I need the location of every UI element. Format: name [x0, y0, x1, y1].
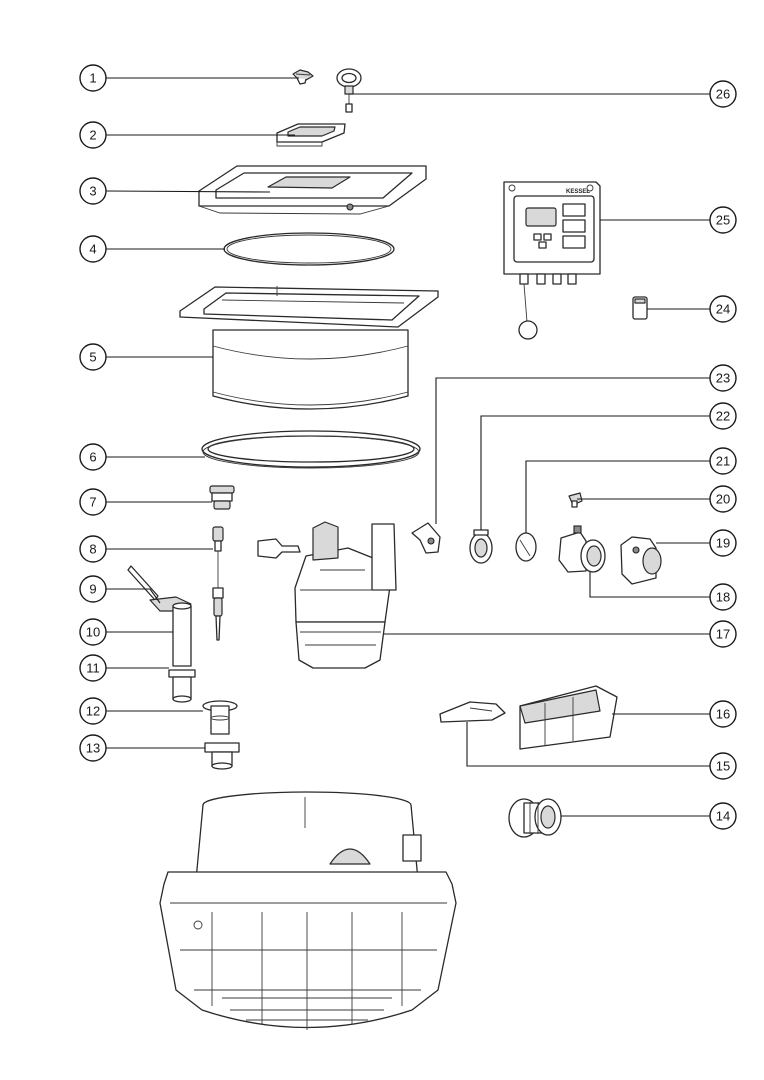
callout-8-label: 8 [89, 542, 96, 557]
leader-lines [105, 77, 710, 817]
callout-3-label: 3 [89, 184, 96, 199]
part-3-cover-lid [198, 165, 427, 215]
callout-14: 14 [709, 802, 737, 830]
callout-12-label: 12 [86, 704, 100, 719]
callout-14-label: 14 [716, 809, 730, 824]
callout-3: 3 [79, 177, 107, 205]
part-12-flange [202, 700, 238, 735]
part-15-bracket [439, 701, 506, 723]
part-18-pipe-connector [558, 525, 606, 573]
part-7-fitting-nut [209, 485, 235, 510]
callout-5: 5 [79, 343, 107, 371]
callout-6-label: 6 [89, 450, 96, 465]
callout-26-label: 26 [716, 87, 730, 102]
tank-base [159, 791, 457, 1030]
callout-16-label: 16 [716, 707, 730, 722]
part-21-disc [515, 532, 537, 562]
part-23-latch [411, 522, 441, 554]
callout-2: 2 [79, 121, 107, 149]
callout-15: 15 [709, 752, 737, 780]
callout-26: 26 [709, 80, 737, 108]
callout-20: 20 [709, 485, 737, 513]
callout-1: 1 [79, 64, 107, 92]
callout-7-label: 7 [89, 495, 96, 510]
callout-13: 13 [79, 734, 107, 762]
callout-7: 7 [79, 488, 107, 516]
callout-17: 17 [709, 620, 737, 648]
callout-21-label: 21 [716, 454, 730, 469]
callout-25-label: 25 [716, 213, 730, 228]
part-8-level-sensor [212, 526, 224, 641]
callout-23-label: 23 [716, 371, 730, 386]
part-22-valve-flap [469, 529, 493, 564]
callout-18-label: 18 [716, 590, 730, 605]
callout-18: 18 [709, 583, 737, 611]
part-16-trough [519, 685, 618, 750]
callouts: 1 2 3 4 5 6 7 8 9 10 11 12 13 14 15 16 1… [79, 64, 737, 830]
part-24-cartridge [632, 296, 648, 320]
callout-4-label: 4 [89, 242, 96, 257]
part-10-pipe [172, 602, 192, 667]
callout-19-label: 19 [716, 536, 730, 551]
part-5-telescopic-attachment [179, 286, 439, 410]
control-unit-brand: KESSEL [566, 189, 590, 195]
part-6-gasket [201, 430, 421, 469]
part-4-seal-ring [223, 232, 395, 266]
callout-24-label: 24 [716, 302, 730, 317]
callout-11-label: 11 [86, 661, 100, 676]
callout-20-label: 20 [716, 492, 730, 507]
callout-24: 24 [709, 295, 737, 323]
callout-16: 16 [709, 700, 737, 728]
callout-6: 6 [79, 443, 107, 471]
callout-2-label: 2 [89, 128, 96, 143]
callout-1-label: 1 [89, 71, 96, 86]
callout-22: 22 [709, 402, 737, 430]
callout-15-label: 15 [716, 759, 730, 774]
part-19-valve-body [620, 536, 662, 585]
callout-19: 19 [709, 529, 737, 557]
part-25-control-unit: KESSEL [503, 181, 601, 340]
part-1-cap [292, 69, 314, 85]
callout-9-label: 9 [89, 582, 96, 597]
part-11-pipe-clamp [168, 669, 196, 703]
part-13-clamp [204, 742, 240, 770]
callout-12: 12 [79, 697, 107, 725]
callout-22-label: 22 [716, 409, 730, 424]
callout-5-label: 5 [89, 350, 96, 365]
callout-11: 11 [79, 654, 107, 682]
part-14-coupling [508, 798, 562, 838]
part-17-pump [257, 521, 397, 669]
part-26-eye-bolt [336, 68, 362, 113]
callout-10: 10 [79, 618, 107, 646]
callout-4: 4 [79, 235, 107, 263]
part-20-clip [568, 492, 583, 508]
callout-9: 9 [79, 575, 107, 603]
callout-21: 21 [709, 447, 737, 475]
callout-8: 8 [79, 535, 107, 563]
part-2-square-frame [276, 123, 346, 147]
callout-13-label: 13 [86, 741, 100, 756]
callout-10-label: 10 [86, 625, 100, 640]
callout-25: 25 [709, 206, 737, 234]
callout-17-label: 17 [716, 627, 730, 642]
callout-23: 23 [709, 364, 737, 392]
